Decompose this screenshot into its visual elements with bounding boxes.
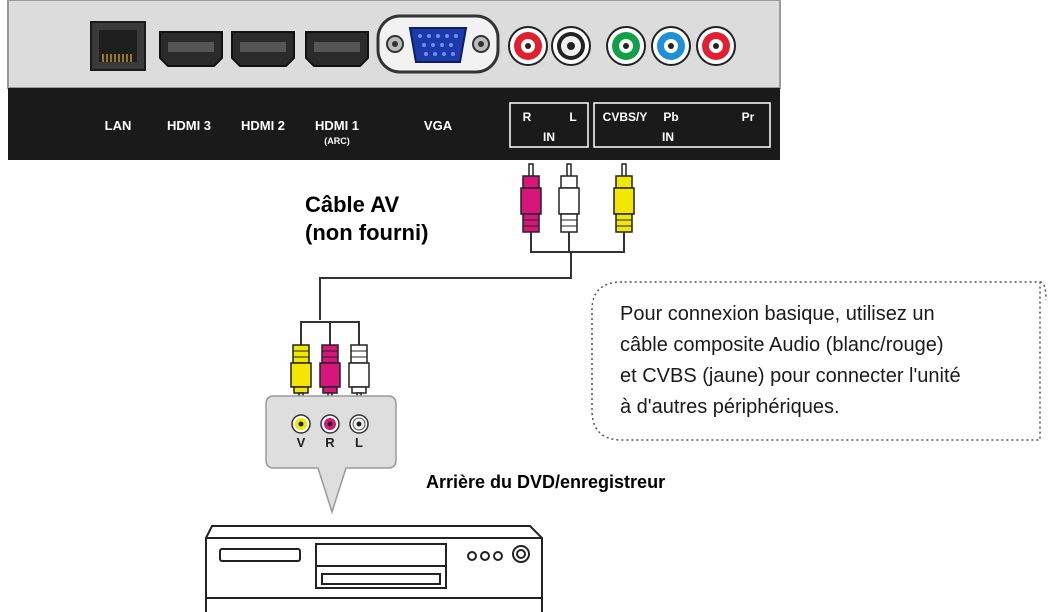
tv-audio-r-jack [508,26,548,66]
rca-plug-white-top [558,163,580,233]
label-audio-r: R [523,110,532,124]
dvd-jack-label-v: V [297,435,306,450]
label-hdmi2: HDMI 2 [241,118,285,133]
tv-cvbs-y-jack [606,26,646,66]
upper-rca-plugs [520,163,635,233]
lan-port [90,21,146,71]
dvd-jack-v [291,414,311,434]
rca-plug-yellow-top [613,163,635,233]
cable-label-line1: Câble AV [305,192,399,217]
label-hdmi1: HDMI 1 [315,118,359,133]
rca-plug-white-bottom [348,344,370,402]
rca-plug-red-bottom [319,344,341,402]
cable-label: Câble AV (non fourni) [305,192,428,245]
note-line3: et CVBS (jaune) pour connecter l'unité [620,365,961,387]
dvd-jack-l [349,414,369,434]
audio-in-group: R L IN [509,102,589,148]
dvd-player [205,525,543,612]
note-line1: Pour connexion basique, utilisez un [620,303,935,325]
label-audio-in: IN [543,130,555,144]
tv-pb-jack [651,26,691,66]
label-hdmi1-arc: (ARC) [324,136,350,146]
hdmi3-port [159,31,223,67]
dvd-jack-label-l: L [355,435,363,450]
label-audio-l: L [569,110,576,124]
label-lan: LAN [105,118,132,133]
dvd-caption: Arrière du DVD/enregistreur [426,472,665,492]
cable-label-line2: (non fourni) [305,220,428,245]
vga-port [376,14,500,74]
label-pb: Pb [663,110,678,124]
tv-pr-jack [696,26,736,66]
dvd-jack-callout: V R L [265,395,397,515]
lower-rca-plugs [290,344,370,402]
tv-rear-panel: LAN HDMI 3 HDMI 2 HDMI 1 (ARC) VGA R L I… [7,0,781,160]
hdmi1-port [305,31,369,67]
label-cvbs-y: CVBS/Y [603,110,648,124]
label-pr: Pr [742,110,755,124]
rca-plug-yellow-bottom [290,344,312,402]
label-bar [8,88,780,160]
label-vga: VGA [424,118,453,133]
note-line2: câble composite Audio (blanc/rouge) [620,334,944,356]
tv-audio-l-jack [551,26,591,66]
label-hdmi3: HDMI 3 [167,118,211,133]
hdmi2-port [231,31,295,67]
rca-plug-red-top [520,163,542,233]
label-component-in: IN [662,130,674,144]
av-cable [300,232,625,345]
note-bubble: Pour connexion basique, utilisez un câbl… [591,281,1047,441]
component-in-group: CVBS/Y Pb Pr IN [593,102,771,148]
dvd-jack-label-r: R [325,435,335,450]
note-line4: à d'autres périphériques. [620,396,840,418]
dvd-jack-r [320,414,340,434]
